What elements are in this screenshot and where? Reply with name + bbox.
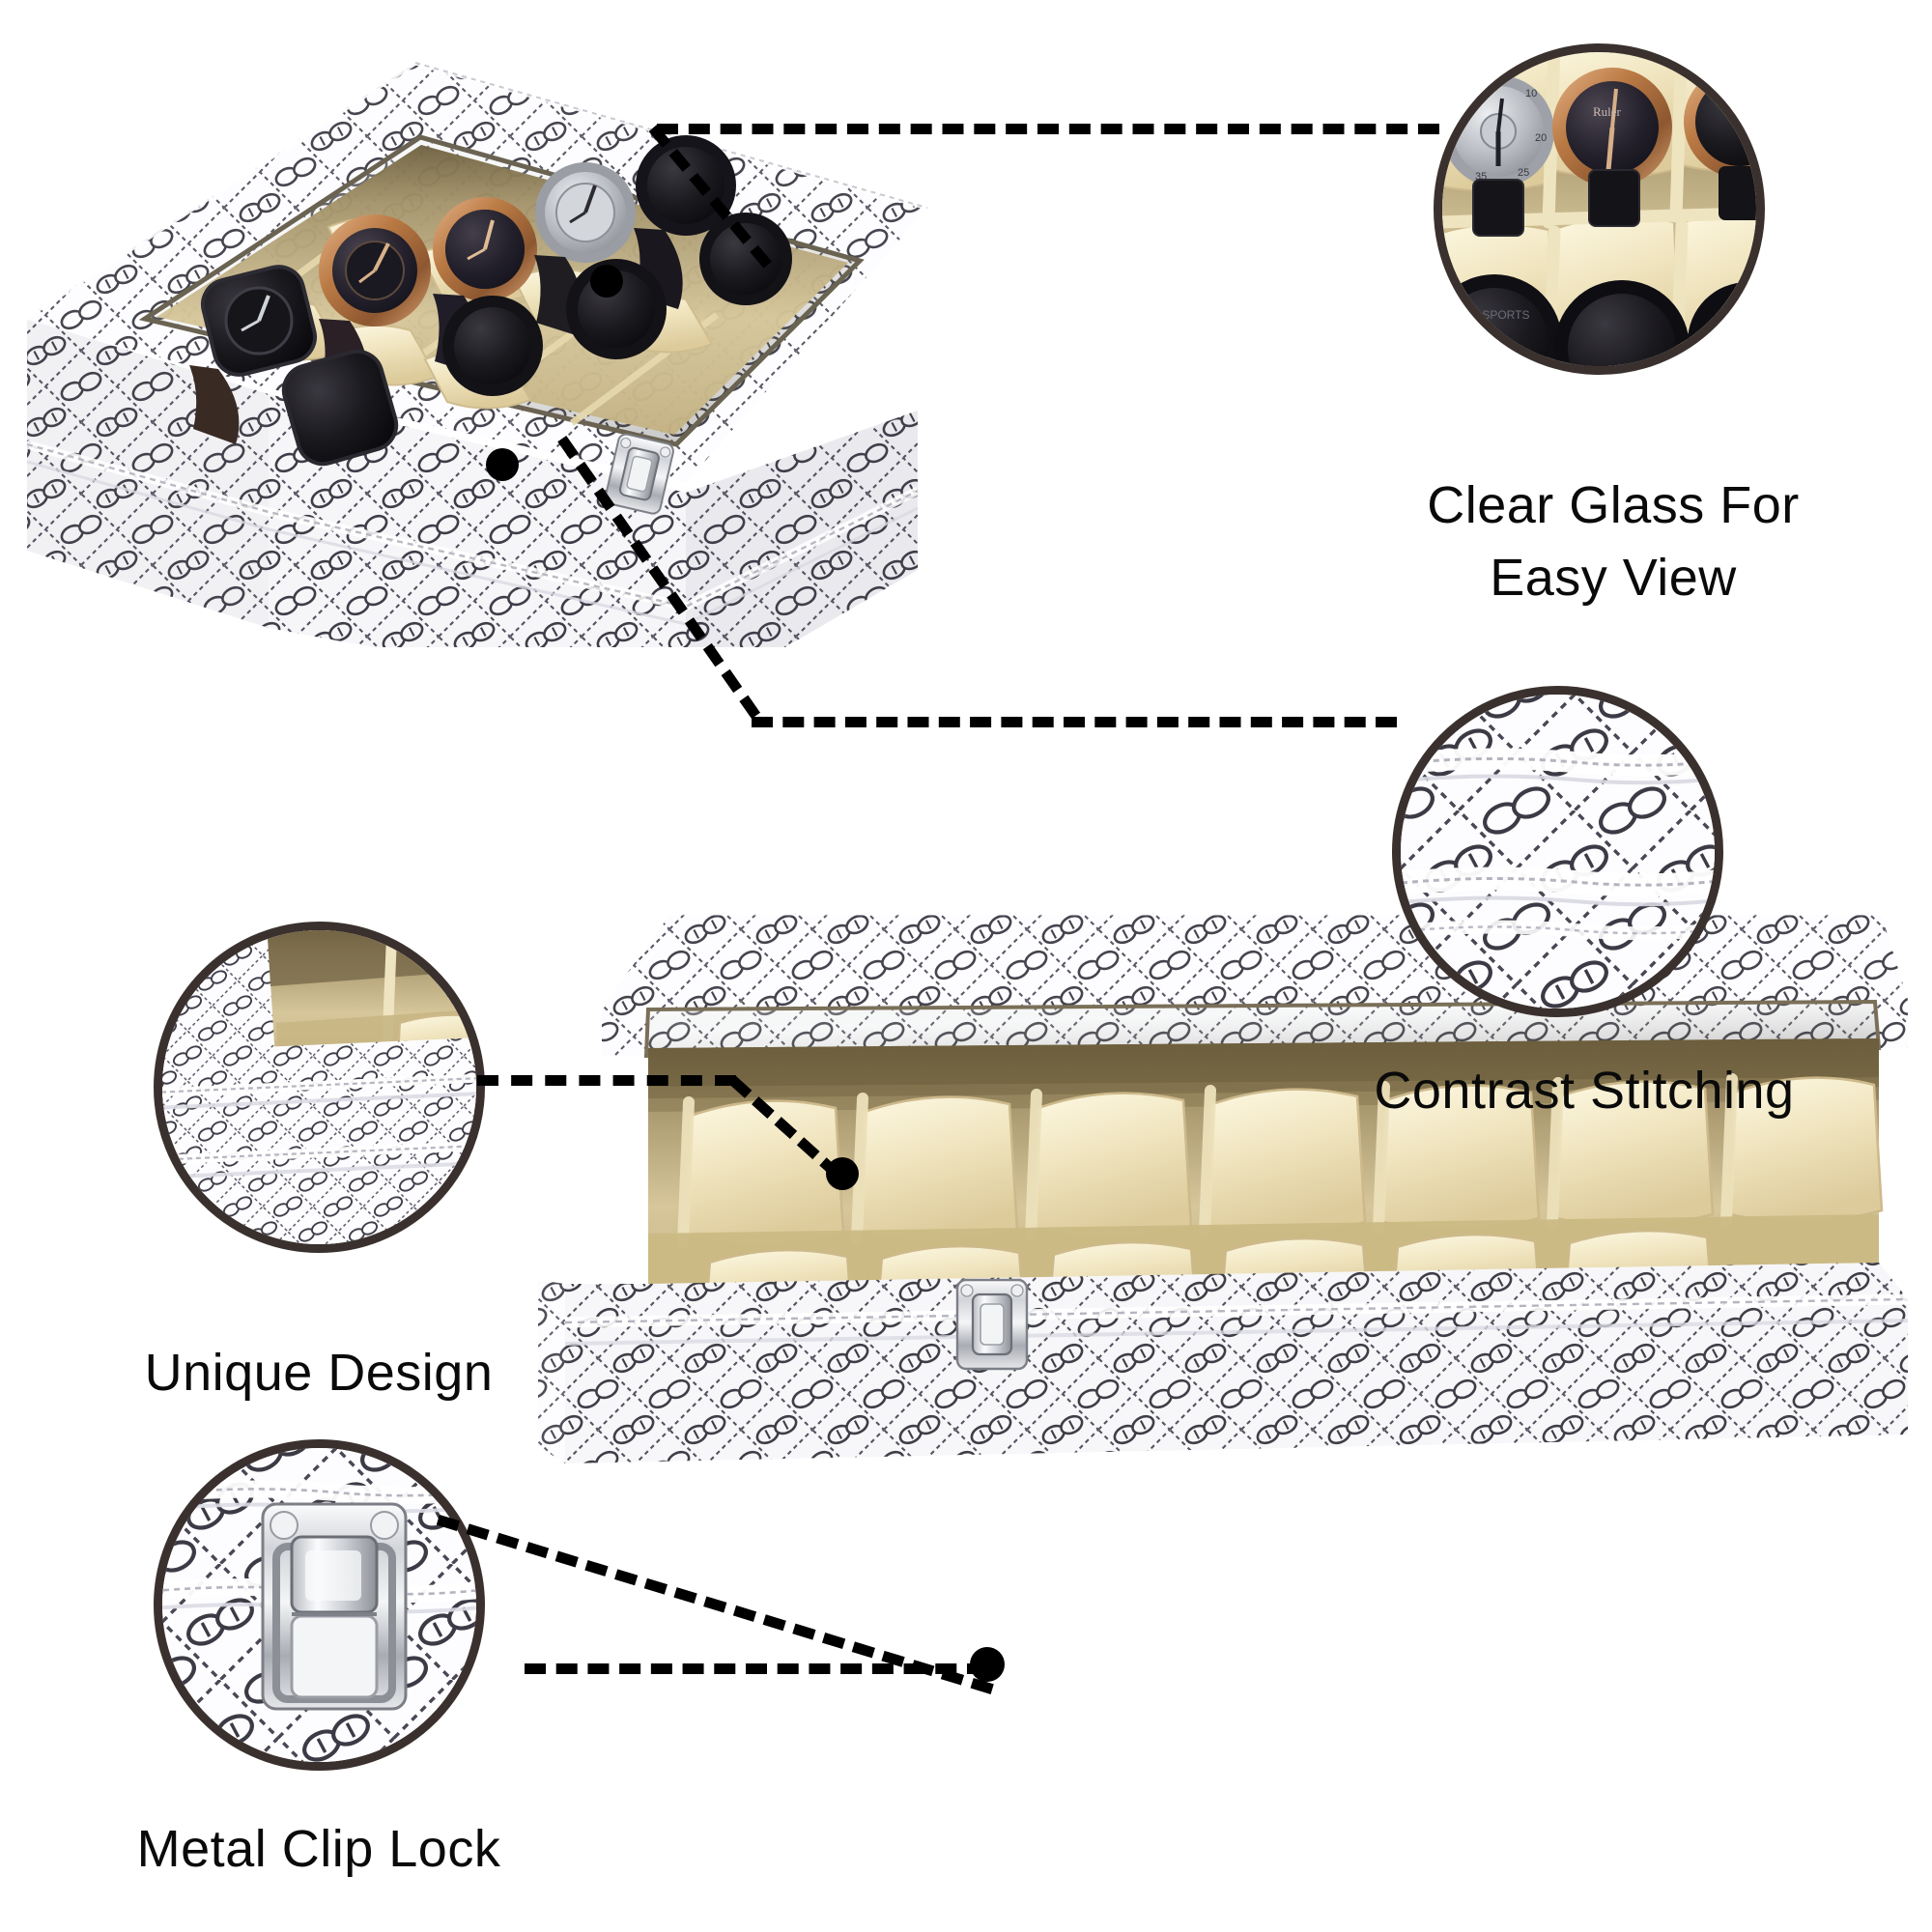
compartment-dividers-back [677, 1073, 1738, 1249]
svg-text:31: 31 [1732, 118, 1744, 128]
dot-metal-clip-lock [970, 1647, 1005, 1682]
connector-metal-clip-lock-leg [525, 1663, 988, 1674]
contrast-stitching-label: Contrast Stitching [1314, 1055, 1855, 1127]
latch-front-empty-box [955, 1278, 1029, 1371]
connector-unique-design [477, 1075, 736, 1086]
contrast-stitching-callout [1392, 686, 1723, 1017]
svg-text:20: 20 [1535, 132, 1547, 144]
svg-text:1:34: 1:34 [1458, 338, 1518, 366]
watch-black-edge-inset [1688, 282, 1756, 366]
latch-front-filled-box [604, 433, 674, 515]
connector-contrast-stitching [752, 717, 1397, 727]
clear-glass-label: Clear Glass For Easy View [1362, 469, 1864, 613]
product-photo-watch-box-empty [526, 894, 1908, 1473]
metal-clip-lock-label-line1: Metal Clip Lock [136, 1820, 501, 1878]
watch-black-round-back [634, 135, 736, 309]
dot-unique-design [826, 1157, 859, 1190]
watch-black-square [189, 265, 318, 444]
unique-design-label: Unique Design [77, 1337, 560, 1409]
watch-rose-gold-inset: Ruler [1552, 68, 1672, 227]
watch-partial-inset: 531 [1684, 66, 1756, 220]
svg-text:Ruler: Ruler [1593, 104, 1622, 119]
svg-text:10: 10 [1525, 88, 1537, 99]
connector-clear-glass [657, 124, 1439, 134]
svg-text:25: 25 [1518, 167, 1529, 179]
clear-glass-label-line1: Clear Glass For [1427, 476, 1800, 534]
watch-rose-gold-blue [433, 197, 537, 375]
dot-clear-glass [590, 265, 623, 298]
pillow-row-back [685, 1076, 1884, 1247]
unique-design-label-line1: Unique Design [144, 1344, 494, 1402]
product-photo-watch-box-filled [10, 29, 966, 647]
contrast-stitching-label-line1: Contrast Stitching [1374, 1062, 1795, 1120]
watch-black-round-far-right [699, 213, 792, 305]
clear-glass-label-line2: Easy View [1490, 548, 1737, 607]
svg-text:G-SPORTS: G-SPORTS [1469, 308, 1529, 322]
watch-digital-gsports-inset: G-SPORTS 1:34 [1442, 274, 1562, 366]
watch-black-round-front-a [442, 296, 543, 396]
watch-black-round-inset [1554, 280, 1690, 366]
metal-toggle-latch-icon [261, 1502, 408, 1711]
dot-contrast-stitching [486, 448, 519, 481]
watch-silver-dial [534, 162, 636, 336]
watch-black-square-front [281, 349, 399, 467]
metal-clip-lock-label: Metal Clip Lock [77, 1813, 560, 1886]
metal-clip-lock-callout [154, 1439, 485, 1771]
svg-text:5: 5 [1732, 104, 1738, 115]
unique-design-callout [154, 922, 485, 1253]
